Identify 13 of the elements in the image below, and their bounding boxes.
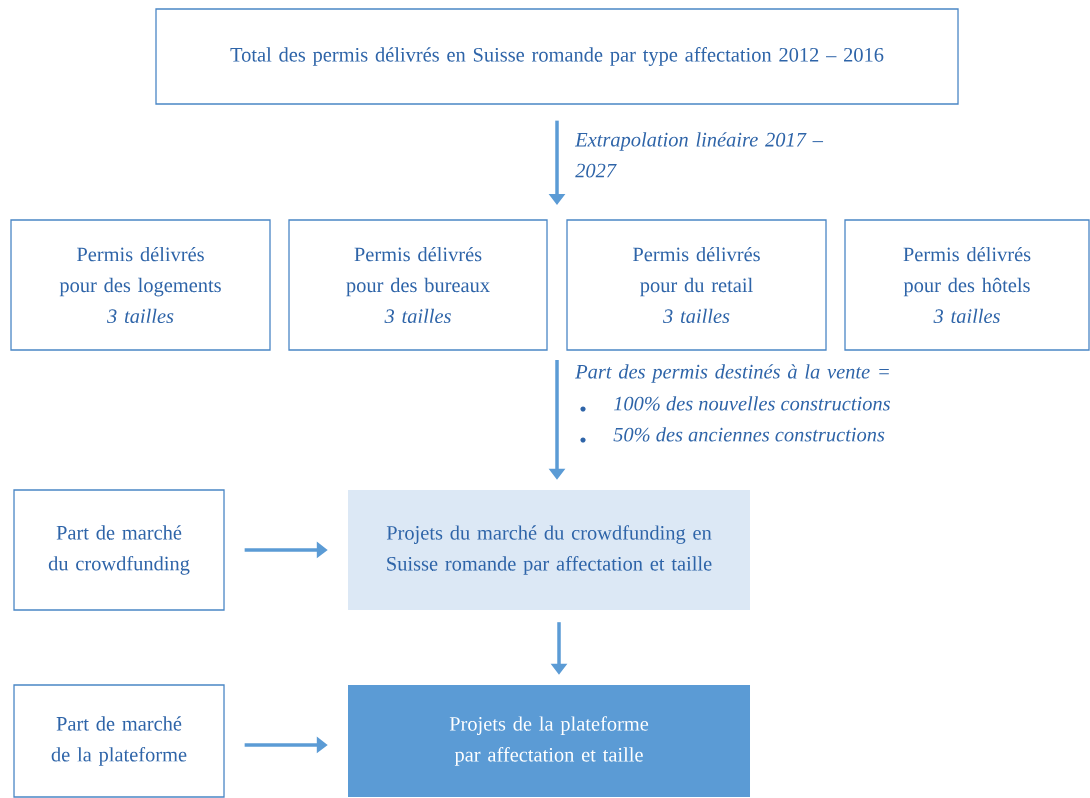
process-box: Part de marché de la plateforme (13, 684, 225, 798)
edge-label: Extrapolation linéaire 2017 – 2027 (574, 132, 824, 178)
process-box: Permis délivrés pour des bureaux 3 tailles (288, 219, 548, 351)
process-box: Projets de la plateforme par affectation et taille (348, 685, 750, 797)
process-box: Permis délivrés pour des hôtels 3 tailles (844, 219, 1090, 351)
bullet-item: 100% des nouvelles constructions (580, 396, 890, 412)
process-box: Total des permis délivrés en Suisse romande par type affectation 2012 – 2016 (155, 8, 959, 105)
process-box: Permis délivrés pour des logements 3 tailles (10, 219, 271, 351)
bullet-item: 50% des anciennes constructions (580, 427, 885, 443)
process-box: Permis délivrés pour du retail 3 tailles (566, 219, 827, 351)
process-box: Projets du marché du crowdfunding en Suisse romande par affectation et taille (348, 490, 750, 610)
process-box: Part de marché du crowdfunding (13, 489, 225, 611)
edge-label: Part des permis destinés à la vente = (575, 364, 889, 383)
